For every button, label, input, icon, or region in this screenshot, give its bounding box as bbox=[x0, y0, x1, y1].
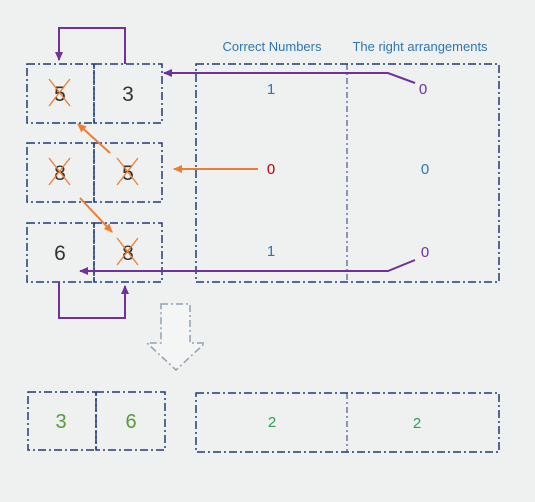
guess-row-2-left-digit: 8 bbox=[54, 162, 66, 185]
orange-arrow-swap-up bbox=[77, 123, 111, 154]
cross-mark-row-1-left bbox=[48, 78, 71, 107]
guess-row-2-right-box bbox=[93, 142, 163, 203]
score-table bbox=[195, 63, 500, 283]
arranged-count-row-2: 0 bbox=[421, 161, 429, 178]
arranged-count-row-3: 0 bbox=[421, 244, 429, 261]
correct-count-row-2: 0 bbox=[267, 161, 275, 178]
cross-mark-row-3-right bbox=[116, 237, 139, 266]
guess-row-1-right-box bbox=[93, 63, 163, 124]
result-left-digit: 3 bbox=[55, 411, 66, 433]
down-arrow-icon bbox=[145, 303, 207, 372]
correct-count-row-1: 1 bbox=[267, 81, 275, 98]
header-correct-numbers: Correct Numbers bbox=[223, 39, 322, 54]
guess-row-1-right-digit: 3 bbox=[122, 83, 134, 106]
guess-row-3-right-digit: 8 bbox=[122, 242, 134, 265]
correct-count-row-3: 1 bbox=[267, 243, 275, 260]
orange-arrow-swap-down bbox=[79, 197, 113, 233]
result-right-box bbox=[95, 391, 166, 451]
cross-mark-row-2-left bbox=[48, 157, 71, 186]
cross-mark-row-2-right bbox=[116, 157, 139, 186]
guess-row-1-left-digit: 5 bbox=[54, 83, 66, 106]
header-right-arrangements: The right arrangements bbox=[352, 39, 488, 54]
guess-row-2-right-digit: 5 bbox=[122, 162, 134, 185]
result-right-digit: 6 bbox=[125, 411, 136, 433]
result-correct-count: 2 bbox=[268, 414, 276, 431]
arranged-count-row-1: 0 bbox=[419, 81, 427, 98]
purple-arrow-row-3 bbox=[79, 259, 416, 275]
guess-row-3-left-digit: 6 bbox=[54, 242, 66, 265]
purple-loop-arrow-bottom bbox=[58, 282, 129, 319]
guess-boxes bbox=[26, 63, 163, 283]
purple-loop-arrow-top bbox=[55, 27, 126, 64]
purple-arrow-row-1 bbox=[163, 69, 416, 84]
result-arranged-count: 2 bbox=[413, 415, 421, 432]
guess-row-3-right-box bbox=[93, 222, 163, 283]
